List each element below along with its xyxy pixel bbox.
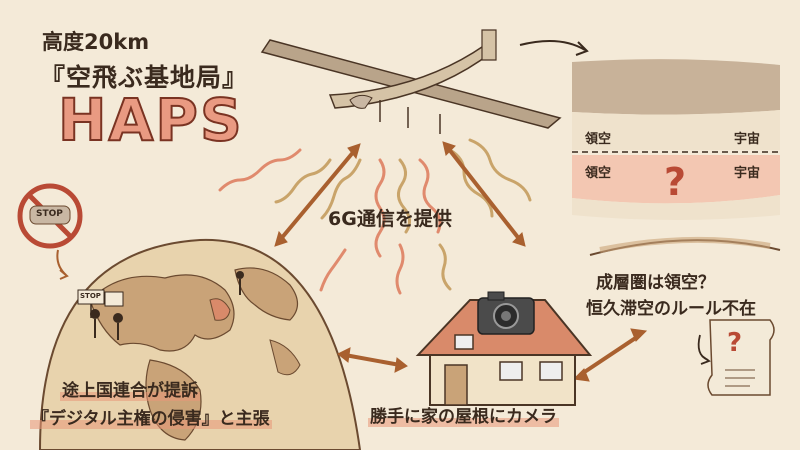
airspace-row1-right: 宇宙	[734, 132, 761, 147]
right-caption-line1: 成層圏は領空？	[596, 273, 715, 293]
page-title: HAPS	[57, 85, 244, 155]
protester-figures	[77, 271, 244, 340]
airspace-panel	[572, 59, 780, 220]
signal-waves	[218, 138, 532, 295]
bottom-left-caption-line2: 『デジタル主権の侵害』と主張	[30, 409, 272, 429]
right-caption-line2: 恒久滞空のルール不在	[586, 299, 756, 319]
bottom-center-caption: 勝手に家の屋根にカメラ	[368, 407, 559, 427]
stratosphere-horizon	[589, 236, 781, 256]
haps-aircraft	[260, 29, 562, 134]
rule-scroll-icon	[707, 319, 775, 396]
stop-sign-text: STOP	[36, 209, 63, 219]
scroll-question-mark: ?	[727, 328, 743, 358]
arrows	[274, 141, 648, 382]
camera-icon	[477, 291, 535, 335]
no-stop-sign-icon	[17, 183, 83, 249]
airspace-question-mark: ?	[664, 160, 687, 204]
protest-sign-text: STOP	[80, 292, 101, 300]
altitude-label: 高度20km	[42, 30, 150, 54]
bottom-left-caption-line1: 途上国連合が提訴	[60, 381, 200, 401]
airspace-row2-right: 宇宙	[734, 166, 761, 181]
airspace-row1-left: 領空	[585, 132, 612, 147]
airspace-row2-left: 領空	[585, 166, 612, 181]
center-label: 6G通信を提供	[328, 208, 452, 230]
subtitle: 『空飛ぶ基地局』	[40, 63, 249, 92]
